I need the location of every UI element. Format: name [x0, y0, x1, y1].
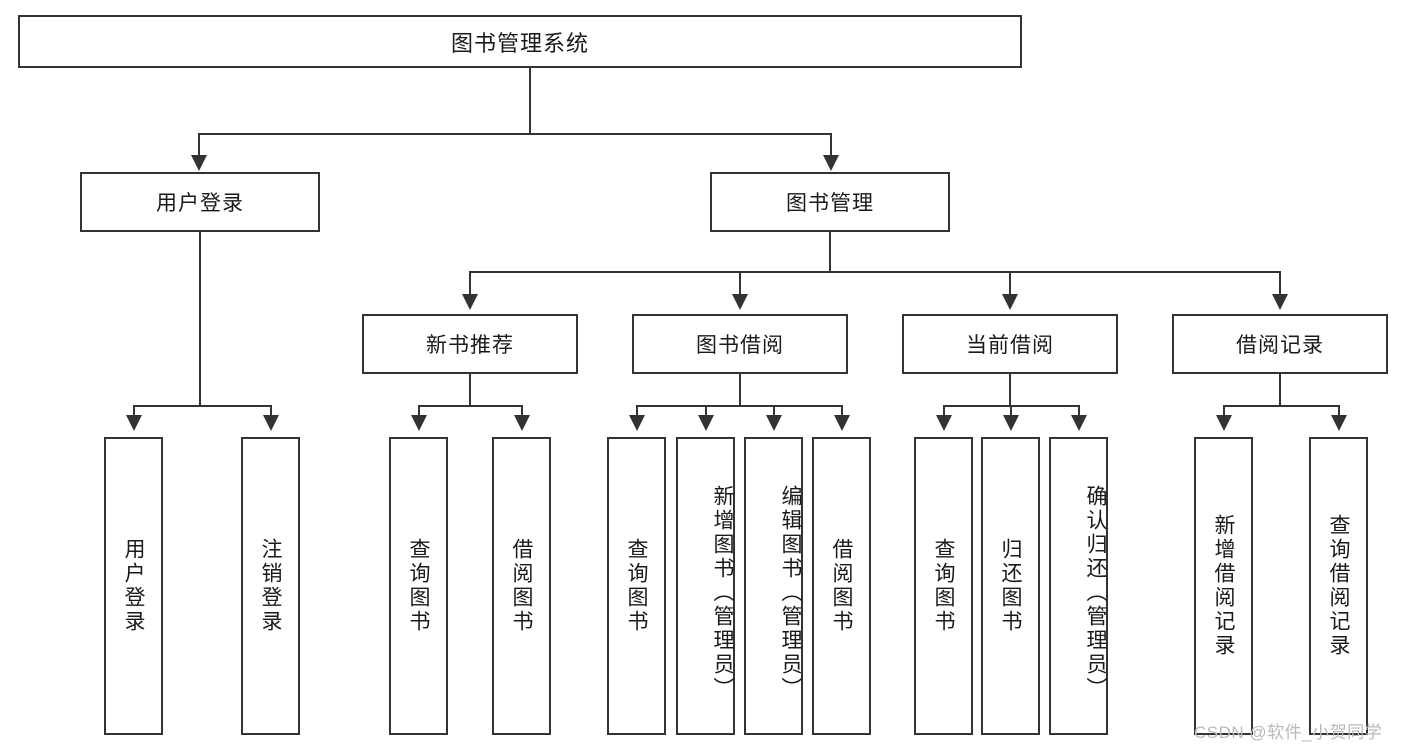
- connector-current-borrow-child-2: [1010, 405, 1012, 417]
- node-leaf-edit-book-admin[interactable]: 编辑图书（管理员）: [744, 437, 803, 735]
- arrowhead-borrow-record: [1272, 294, 1288, 310]
- connector-new-book-stem: [469, 374, 471, 406]
- arrowhead-new-book-child-2: [514, 415, 530, 431]
- node-current-borrow[interactable]: 当前借阅: [902, 314, 1118, 374]
- connector-book-borrow-bar: [636, 405, 842, 407]
- connector-book-manage-stem: [829, 232, 831, 272]
- arrowhead-new-book: [462, 294, 478, 310]
- arrowhead-book-borrow: [732, 294, 748, 310]
- connector-to-user-login: [198, 133, 200, 157]
- connector-borrow-record-stem: [1279, 374, 1281, 406]
- node-leaf-query-book-recommend[interactable]: 查询图书: [389, 437, 448, 735]
- connector-root-bar: [198, 133, 832, 135]
- arrowhead-borrow-record-child-1: [1216, 415, 1232, 431]
- node-leaf-query-book-borrow[interactable]: 查询图书: [607, 437, 666, 735]
- connector-borrow-record-child-2: [1338, 405, 1340, 417]
- connector-to-borrow-record: [1279, 271, 1281, 296]
- connector-to-book-manage: [830, 133, 832, 157]
- connector-book-borrow-child-1: [636, 405, 638, 417]
- node-leaf-user-login[interactable]: 用户登录: [104, 437, 163, 735]
- arrowhead-current-borrow: [1002, 294, 1018, 310]
- connector-to-new-book: [469, 271, 471, 296]
- node-leaf-borrow-book-recommend[interactable]: 借阅图书: [492, 437, 551, 735]
- node-new-book-recommend[interactable]: 新书推荐: [362, 314, 578, 374]
- node-leaf-borrow-book[interactable]: 借阅图书: [812, 437, 871, 735]
- node-leaf-confirm-return-admin[interactable]: 确认归还（管理员）: [1049, 437, 1108, 735]
- connector-current-borrow-child-3: [1078, 405, 1080, 417]
- arrowhead-user-login-child-1: [126, 415, 142, 431]
- connector-to-book-borrow: [739, 271, 741, 296]
- node-leaf-add-book-admin[interactable]: 新增图书（管理员）: [676, 437, 735, 735]
- connector-book-borrow-child-3: [773, 405, 775, 417]
- node-root-system[interactable]: 图书管理系统: [18, 15, 1022, 68]
- arrowhead-book-borrow-child-1: [629, 415, 645, 431]
- connector-book-borrow-child-2: [705, 405, 707, 417]
- connector-borrow-record-child-1: [1223, 405, 1225, 417]
- arrowhead-book-borrow-child-3: [766, 415, 782, 431]
- connector-user-login-child-1: [133, 405, 135, 417]
- node-book-borrow[interactable]: 图书借阅: [632, 314, 848, 374]
- node-user-login[interactable]: 用户登录: [80, 172, 320, 232]
- arrowhead-current-borrow-child-3: [1071, 415, 1087, 431]
- arrowhead-current-borrow-child-2: [1003, 415, 1019, 431]
- connector-new-book-bar: [418, 405, 522, 407]
- connector-book-borrow-stem: [739, 374, 741, 406]
- arrowhead-book-manage: [823, 155, 839, 171]
- node-leaf-query-borrow-record[interactable]: 查询借阅记录: [1309, 437, 1368, 735]
- arrowhead-borrow-record-child-2: [1331, 415, 1347, 431]
- connector-user-login-stem: [199, 232, 201, 406]
- node-borrow-record[interactable]: 借阅记录: [1172, 314, 1388, 374]
- arrowhead-book-borrow-child-4: [834, 415, 850, 431]
- node-book-management[interactable]: 图书管理: [710, 172, 950, 232]
- node-leaf-add-borrow-record[interactable]: 新增借阅记录: [1194, 437, 1253, 735]
- connector-to-current-borrow: [1009, 271, 1011, 296]
- arrowhead-current-borrow-child-1: [936, 415, 952, 431]
- connector-current-borrow-child-1: [943, 405, 945, 417]
- connector-level3-bar: [469, 271, 1281, 273]
- csdn-watermark: CSDN @软件_小贺同学: [1194, 723, 1383, 742]
- node-leaf-logout[interactable]: 注销登录: [241, 437, 300, 735]
- connector-current-borrow-stem: [1009, 374, 1011, 406]
- connector-book-borrow-child-4: [841, 405, 843, 417]
- connector-new-book-child-1: [418, 405, 420, 417]
- connector-user-login-bar: [133, 405, 271, 407]
- arrowhead-new-book-child-1: [411, 415, 427, 431]
- arrowhead-user-login-child-2: [263, 415, 279, 431]
- node-leaf-return-book[interactable]: 归还图书: [981, 437, 1040, 735]
- connector-root-stem: [529, 68, 531, 134]
- connector-new-book-child-2: [521, 405, 523, 417]
- node-leaf-query-book-current[interactable]: 查询图书: [914, 437, 973, 735]
- connector-borrow-record-bar: [1223, 405, 1339, 407]
- arrowhead-book-borrow-child-2: [698, 415, 714, 431]
- connector-user-login-child-2: [270, 405, 272, 417]
- arrowhead-user-login: [191, 155, 207, 171]
